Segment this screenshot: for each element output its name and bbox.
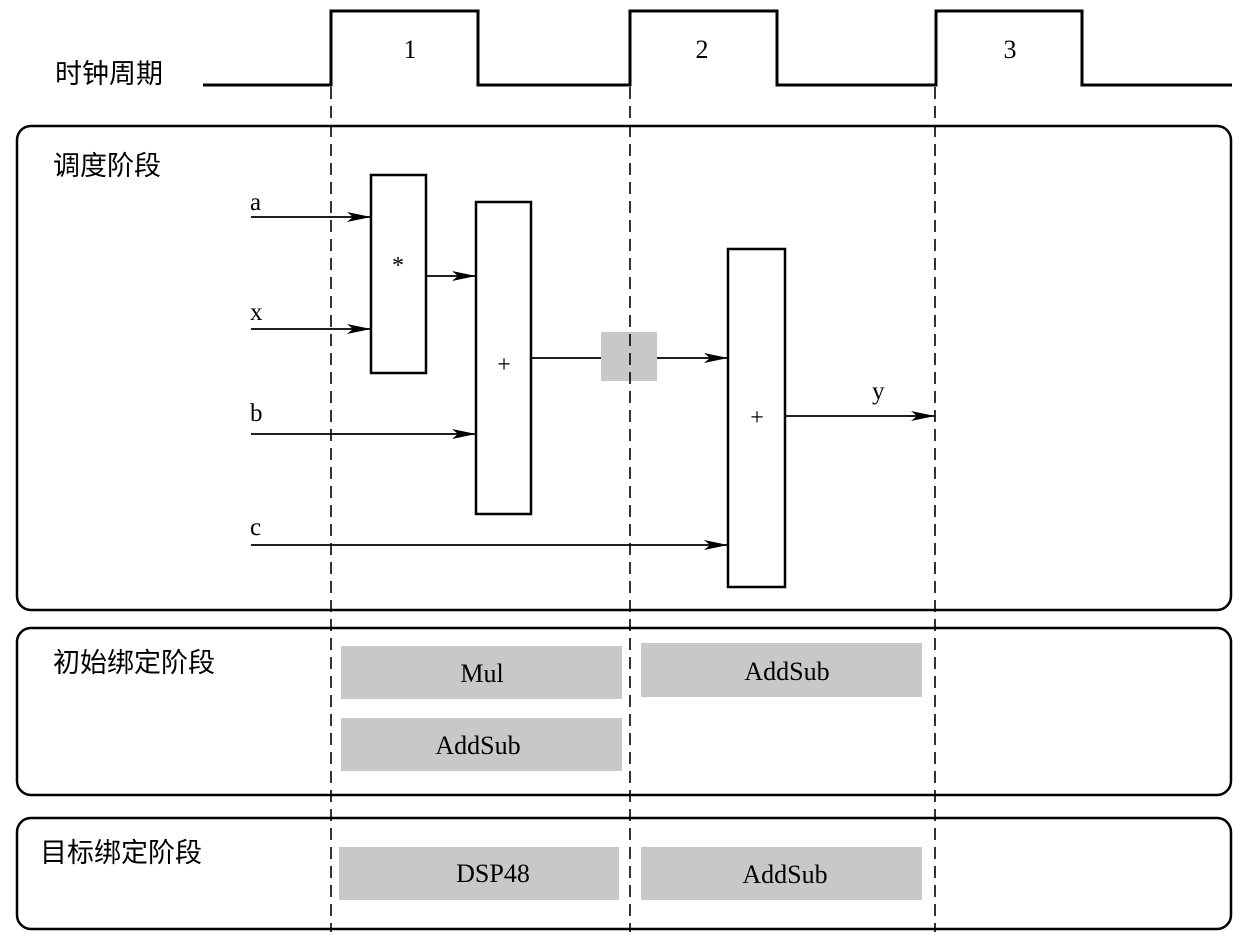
initial-binding-resources: Mul AddSub AddSub <box>341 643 922 771</box>
clock-waveform <box>203 9 1232 87</box>
resource-block <box>339 847 619 900</box>
multiplier-box <box>369 173 428 375</box>
initial-binding-label: 初始绑定阶段 <box>53 648 215 679</box>
schedule-panel <box>15 124 1233 612</box>
schedule-dataflow: * + + a x b c y <box>250 173 935 589</box>
input-a-label: a <box>250 189 261 216</box>
resource-label: AddSub <box>744 657 829 686</box>
pipeline-register <box>601 332 657 381</box>
target-binding-resources: DSP48 AddSub <box>339 847 922 900</box>
target-binding-panel <box>15 816 1233 931</box>
resource-block <box>341 646 622 699</box>
input-x-label: x <box>250 299 263 326</box>
resource-label: AddSub <box>742 860 827 889</box>
cycle-2-label: 2 <box>696 35 709 64</box>
adder-1-box <box>474 200 533 516</box>
resource-label: DSP48 <box>456 859 530 888</box>
resource-label: AddSub <box>435 731 520 760</box>
resource-block <box>341 718 622 771</box>
initial-binding-panel <box>15 626 1233 797</box>
schedule-label: 调度阶段 <box>53 151 161 182</box>
clock-label: 时钟周期 <box>55 59 163 90</box>
input-c-label: c <box>250 514 261 541</box>
resource-label: Mul <box>460 659 503 688</box>
resource-block <box>641 643 922 697</box>
adder-2-symbol: + <box>750 405 764 431</box>
output-y-label: y <box>872 378 885 405</box>
adder-2-box <box>726 247 787 589</box>
clock-row: 时钟周期 1 2 3 <box>55 9 1232 90</box>
cycle-3-label: 3 <box>1004 35 1017 64</box>
target-binding-label: 目标绑定阶段 <box>40 838 202 869</box>
cycle-1-label: 1 <box>404 35 417 64</box>
multiplier-symbol: * <box>392 253 404 279</box>
input-b-label: b <box>250 400 263 427</box>
resource-block <box>641 847 922 900</box>
cycle-boundaries <box>330 87 936 932</box>
adder-1-symbol: + <box>497 352 511 378</box>
